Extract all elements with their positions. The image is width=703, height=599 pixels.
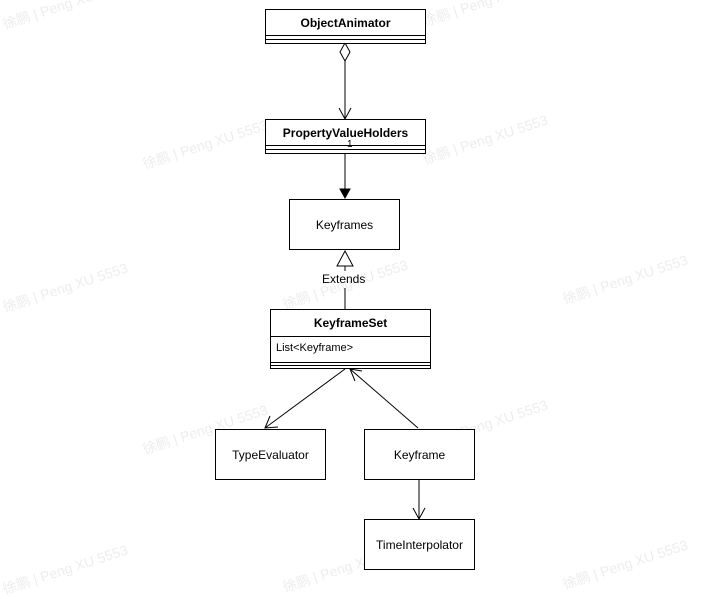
type-evaluator-class[interactable]: TypeEvaluator	[215, 429, 326, 480]
property-value-holders-class[interactable]: PropertyValueHolders	[265, 119, 426, 154]
time-interpolator-class[interactable]: TimeInterpolator	[364, 519, 475, 570]
aggregation-diamond	[339, 41, 351, 63]
evaluator-line	[264, 368, 346, 429]
generalization-triangle	[336, 249, 354, 267]
property-value-holders-name: PropertyValueHolders	[282, 125, 409, 140]
keyframe-set-class[interactable]: KeyframeSet List<Keyframe>	[270, 309, 431, 369]
keyframe-set-attribute: List<Keyframe>	[276, 342, 354, 354]
keyframes-class[interactable]: Keyframes	[289, 199, 400, 250]
association-arrowhead	[339, 188, 351, 200]
object-animator-class[interactable]: ObjectAnimator	[265, 9, 426, 44]
multiplicity-label: 1	[347, 139, 353, 150]
keyframe-class[interactable]: Keyframe	[364, 429, 475, 480]
extends-label: Extends	[322, 272, 366, 286]
keyframe-set-name: KeyframeSet	[313, 316, 388, 330]
object-animator-name: ObjectAnimator	[300, 15, 391, 30]
keyframe-line	[349, 368, 419, 429]
keyframe-arrowhead	[349, 368, 363, 382]
evaluator-arrowhead	[264, 415, 279, 429]
relationship-lines	[264, 41, 426, 521]
